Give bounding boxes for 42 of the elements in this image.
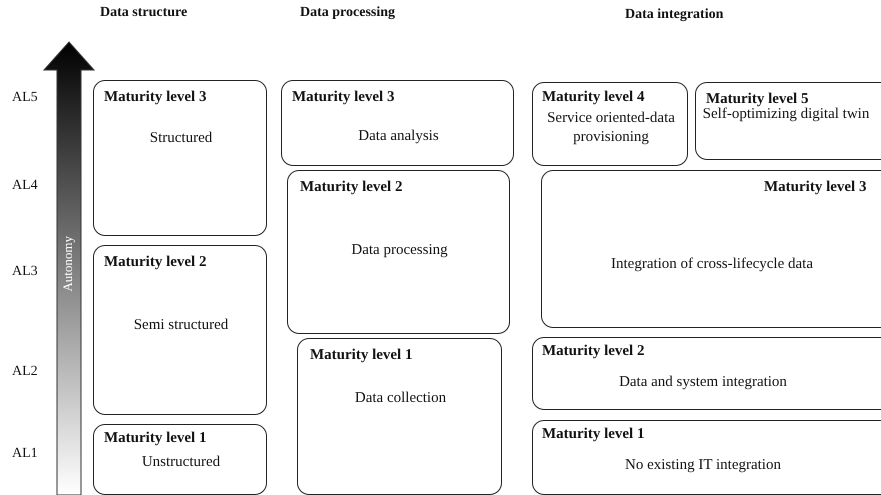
level-description: Service oriented-data provisioning <box>546 109 676 147</box>
maturity-level-box <box>532 337 881 410</box>
level-description: Semi structured <box>132 316 230 335</box>
level-heading: Maturity level 3 <box>104 89 206 106</box>
level-description: Data processing <box>350 241 449 260</box>
level-heading: Maturity level 3 <box>292 89 394 106</box>
level-heading: Maturity level 2 <box>104 254 206 271</box>
maturity-level-box <box>695 82 881 160</box>
level-heading: Maturity level 3 <box>764 179 866 196</box>
maturity-level-box <box>532 420 881 495</box>
level-heading: Maturity level 1 <box>104 430 206 447</box>
maturity-level-box <box>93 245 267 415</box>
level-description: Data and system integration <box>618 373 788 392</box>
autonomy-level: AL4 <box>12 178 38 194</box>
level-description: Integration of cross-lifecycle data <box>610 255 814 274</box>
maturity-level-box <box>281 80 514 166</box>
level-heading: Maturity level 1 <box>310 347 412 364</box>
maturity-level-box <box>287 170 510 334</box>
level-description: No existing IT integration <box>624 456 782 475</box>
autonomy-level: AL1 <box>12 446 38 462</box>
column-heading: Data structure <box>100 5 188 21</box>
column-heading: Data processing <box>300 5 396 21</box>
axis-title: Autonomy <box>60 236 76 292</box>
maturity-level-box <box>93 424 267 495</box>
level-description: Self-optimizing digital twin <box>702 106 870 124</box>
maturity-level-box <box>93 80 267 236</box>
level-description: Data analysis <box>357 127 440 146</box>
level-description: Data collection <box>354 389 448 408</box>
maturity-level-box <box>541 170 881 328</box>
level-heading: Maturity level 1 <box>542 426 644 443</box>
autonomy-level: AL5 <box>12 90 38 106</box>
level-description: Unstructured <box>140 453 222 472</box>
level-heading: Maturity level 4 <box>542 89 644 106</box>
maturity-level-box <box>297 338 502 495</box>
level-description: Structured <box>148 129 214 148</box>
level-heading: Maturity level 5 <box>706 91 808 108</box>
level-heading: Maturity level 2 <box>300 179 402 196</box>
level-heading: Maturity level 2 <box>542 343 644 360</box>
autonomy-level: AL2 <box>12 364 38 380</box>
column-heading: Data integration <box>625 7 724 23</box>
maturity-level-box <box>532 82 688 166</box>
autonomy-level: AL3 <box>12 264 38 280</box>
